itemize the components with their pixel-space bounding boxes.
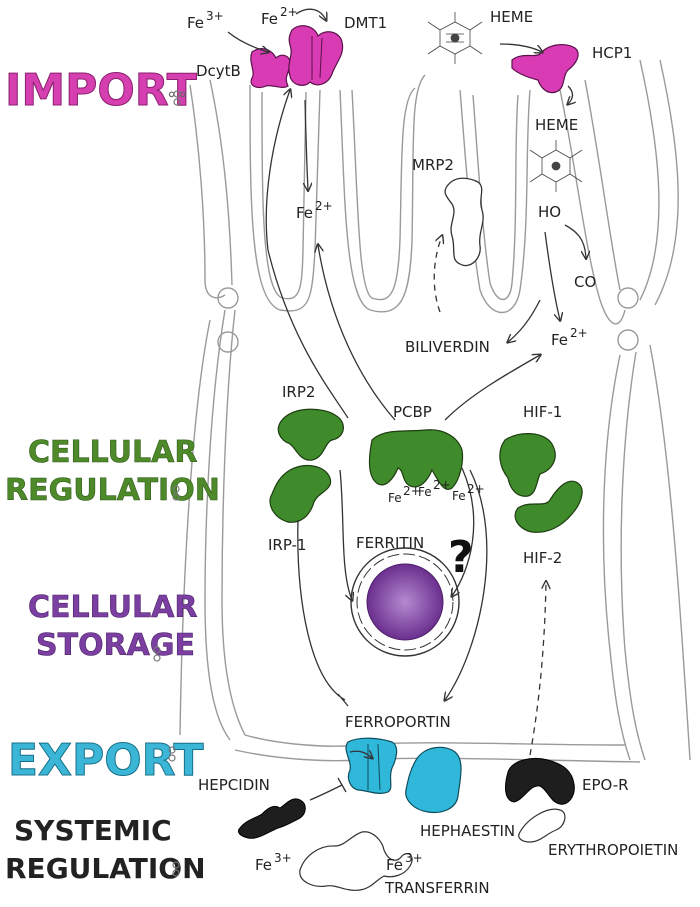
section-regulation-line1: CELLULAR	[28, 435, 197, 470]
label-irp2: IRP2	[282, 383, 315, 401]
label-ho: HO	[538, 203, 561, 221]
label-fe3-bottom-left: Fe	[255, 856, 272, 874]
label-heme-mid: HEME	[535, 116, 578, 134]
dcytb-protein	[250, 48, 291, 89]
ferritin-core	[366, 563, 444, 641]
dmt1-protein	[288, 25, 344, 86]
arrow-pcbp-fe2-left	[318, 245, 396, 421]
arrow-pcbp-fe2	[444, 355, 540, 421]
erythropoietin-protein	[518, 808, 566, 843]
label-fe2-top-sup: 2+	[280, 5, 298, 19]
arrow-ho-fe2	[544, 231, 560, 320]
label-biliverdin: BILIVERDIN	[405, 338, 490, 356]
label-pcbp-fe2: Fe	[418, 485, 432, 499]
label-fe3-bottom-left-sup: 3+	[274, 851, 292, 865]
arrow-biliverdin-mrp2	[433, 236, 442, 313]
section-storage-line2: STORAGE	[36, 628, 195, 663]
arrow-heme-hcp1	[499, 43, 542, 52]
question-mark-icon: ?	[448, 532, 474, 583]
hif1-protein	[499, 433, 556, 497]
label-fe2-right: Fe	[551, 331, 568, 349]
label-dcytb: DcytB	[196, 62, 241, 80]
arrow-epor-hif2	[529, 582, 546, 756]
label-pcbp-fe2-sup: 2+	[433, 478, 451, 492]
label-pcbp-fe3: Fe	[452, 489, 466, 503]
irp2-protein	[277, 408, 344, 461]
label-fe3-bottom-right-sup: 3+	[405, 851, 423, 865]
label-fe2-left: Fe	[296, 204, 313, 222]
arrow-hcp1-heme	[568, 85, 573, 104]
pcbp-protein	[368, 429, 464, 490]
label-mrp2: MRP2	[412, 156, 454, 174]
ferroportin-protein	[345, 737, 398, 794]
irp1-protein	[269, 464, 332, 523]
section-bullets	[153, 90, 181, 877]
label-fe2-right-sup: 2+	[570, 326, 588, 340]
label-hcp1: HCP1	[592, 44, 632, 62]
section-regulation-line2: REGULATION	[5, 473, 220, 508]
label-pcbp-fe1: Fe	[388, 491, 402, 505]
export-proteins	[237, 737, 575, 891]
hephaestin-protein	[405, 746, 462, 814]
label-pcbp-fe1-sup: 2+	[403, 484, 421, 498]
arrow-ferroportin-out	[349, 751, 372, 758]
import-proteins	[250, 25, 579, 94]
label-ferritin: FERRITIN	[356, 534, 424, 552]
bullet-dots: ∘∘	[166, 84, 189, 105]
arrows	[227, 8, 586, 801]
label-hephaestin: HEPHAESTIN	[420, 822, 515, 840]
label-hepcidin: HEPCIDIN	[198, 776, 270, 794]
section-storage-line1: CELLULAR	[28, 590, 197, 625]
label-hif2: HIF-2	[523, 549, 562, 567]
label-hif1: HIF-1	[523, 403, 562, 421]
label-co: CO	[574, 273, 596, 291]
label-heme-top: HEME	[490, 8, 533, 26]
arrow-irp-ferritin	[339, 469, 352, 600]
heme-structure-icon	[427, 12, 483, 64]
arrow-ho-biliverdin	[508, 299, 541, 342]
mrp2-protein	[444, 177, 484, 267]
hif2-protein	[514, 480, 583, 533]
label-pcbp: PCBP	[393, 403, 432, 421]
transferrin-protein	[299, 831, 413, 891]
ferritin-shell-inner	[356, 553, 454, 651]
section-import: IMPORT	[5, 65, 197, 116]
section-titles: IMPORT ∘∘ CELLULAR REGULATION CELLULAR S…	[5, 65, 221, 886]
label-fe2-left-sup: 2+	[315, 199, 333, 213]
label-epor: EPO-R	[582, 776, 629, 794]
label-pcbp-fe3-sup: 2+	[467, 482, 485, 496]
arrow-pcbp-ferroportin	[445, 469, 488, 700]
label-fe3-top-sup: 3+	[206, 9, 224, 23]
label-erythropoietin: ERYTHROPOIETIN	[548, 841, 678, 859]
arrow-dmt1-fe2	[305, 99, 308, 190]
section-systemic-line1: SYSTEMIC	[14, 814, 172, 847]
arrow-irp2-dmt1	[265, 90, 349, 419]
label-fe2-top: Fe	[261, 10, 278, 28]
section-systemic-line2: REGULATION	[5, 852, 206, 885]
heme-structure-mid-icon	[529, 140, 583, 192]
arrow-fe2-dmt1	[295, 8, 326, 20]
label-fe3-bottom-right: Fe	[386, 856, 403, 874]
arrow-hepcidin-ferroportin	[309, 777, 347, 801]
arrow-ho-co	[564, 224, 586, 258]
label-fe3-top: Fe	[187, 14, 204, 32]
arrow-irp1-ferroportin	[297, 519, 349, 707]
hepcidin-protein	[237, 798, 306, 839]
arrow-pcbp-ferritin	[452, 467, 475, 596]
label-irp1: IRP-1	[268, 536, 307, 554]
label-dmt1: DMT1	[344, 14, 387, 32]
label-transferrin: TRANSFERRIN	[384, 879, 490, 897]
ferritin-complex	[350, 547, 460, 657]
arrow-fe3-dcytb	[227, 31, 268, 52]
hcp1-protein	[511, 44, 579, 94]
label-ferroportin: FERROPORTIN	[345, 713, 451, 731]
regulation-proteins	[269, 408, 583, 533]
epor-protein	[505, 758, 575, 805]
labels: Fe 3+ Fe 2+ DMT1 DcytB HEME HCP1 HEME Fe…	[187, 5, 678, 897]
